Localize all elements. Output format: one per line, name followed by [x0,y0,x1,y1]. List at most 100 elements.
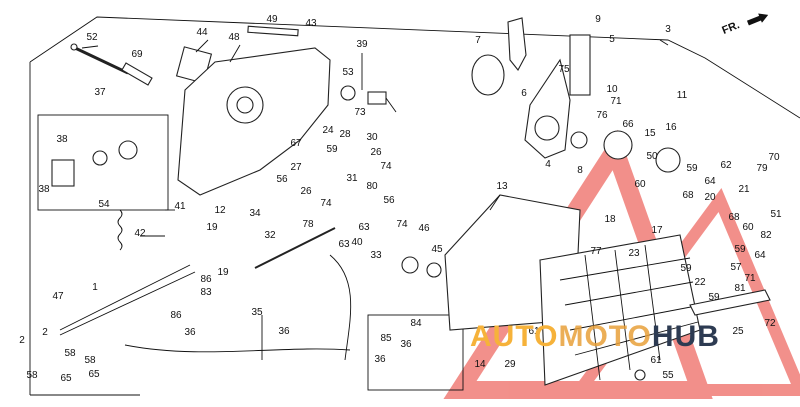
callout-42: 42 [134,228,146,239]
callout-86: 86 [170,310,182,321]
callout-59: 59 [686,163,698,174]
callout-53: 53 [342,67,354,78]
callout-22: 22 [694,277,706,288]
callout-2: 2 [42,327,48,338]
rod-part [254,227,336,269]
callout-5: 5 [609,34,615,45]
callout-10: 10 [606,84,618,95]
ring-part [471,54,505,96]
callout-24: 24 [322,125,334,136]
harness-group-box [367,314,464,391]
callout-3: 3 [665,24,671,35]
callout-7: 7 [475,35,481,46]
callout-58: 58 [26,370,38,381]
callout-32: 32 [264,230,276,241]
callout-9: 9 [595,14,601,25]
cam-part [655,147,681,173]
callout-77: 77 [590,246,602,257]
bolt-part [70,43,129,75]
callout-64: 64 [704,176,716,187]
callout-69: 69 [131,49,143,60]
cable-set [59,254,352,361]
callout-23: 23 [628,248,640,259]
callout-66: 66 [622,119,634,130]
callout-47: 47 [52,291,64,302]
callout-61: 61 [528,326,540,337]
callout-73: 73 [354,107,366,118]
callout-36: 36 [374,354,386,365]
callout-58: 58 [64,348,76,359]
label-plate-part [247,25,299,37]
callout-79: 79 [756,163,768,174]
callout-67: 67 [290,138,302,149]
callout-78: 78 [302,219,314,230]
callout-82: 82 [760,230,772,241]
callout-46: 46 [418,223,430,234]
callout-64: 64 [754,250,766,261]
callout-80: 80 [366,181,378,192]
callout-62: 62 [720,160,732,171]
callout-30: 30 [366,132,378,143]
callout-59: 59 [326,144,338,155]
callout-34: 34 [249,208,261,219]
callout-6: 6 [521,88,527,99]
leader-lines [81,39,669,360]
callout-45: 45 [431,244,443,255]
callout-56: 56 [276,174,288,185]
callout-2: 2 [19,335,25,346]
callout-59: 59 [708,292,720,303]
callout-36: 36 [400,339,412,350]
callout-19: 19 [217,267,229,278]
callout-18: 18 [604,214,616,225]
callout-61: 61 [650,355,662,366]
callout-59: 59 [680,263,692,274]
callout-86: 86 [200,274,212,285]
callout-21: 21 [738,184,750,195]
watermark-part2: MOTO [558,320,652,353]
callout-29: 29 [504,359,516,370]
callout-20: 20 [704,192,716,203]
callout-68: 68 [728,212,740,223]
lanyard-spring-part [117,209,123,251]
callout-68: 68 [682,190,694,201]
control-box-cover [177,47,331,196]
callout-26: 26 [300,186,312,197]
key-ring-part [92,150,108,166]
callout-35: 35 [251,307,263,318]
gear-part [603,130,633,160]
callout-40: 40 [351,237,363,248]
callout-33: 33 [370,250,382,261]
callout-52: 52 [86,32,98,43]
watermark-part1: AUTO [470,320,559,353]
callout-1: 1 [92,282,98,293]
callout-labels: 1223456789101112131415161718191920212223… [19,14,782,384]
watermark-part3: HUB [651,320,720,353]
callout-15: 15 [644,128,656,139]
callout-65: 65 [88,369,100,380]
callout-16: 16 [665,122,677,133]
callout-72: 72 [764,318,776,329]
callout-84: 84 [410,318,422,329]
callout-74: 74 [320,198,332,209]
diagram-frame [29,16,800,396]
callout-56: 56 [383,195,395,206]
callout-48: 48 [228,32,240,43]
callout-60: 60 [634,179,646,190]
link-rod-part [689,289,771,316]
cover-hole [236,96,254,114]
watermark: AUTOMOTOHUB [470,320,720,354]
callout-60: 60 [742,222,754,233]
switch-knob-part [118,140,138,160]
callout-26: 26 [370,147,382,158]
callout-70: 70 [768,152,780,163]
callout-37: 37 [94,87,106,98]
callout-31: 31 [346,173,358,184]
ignition-switch-part [51,159,75,187]
callout-8: 8 [577,165,583,176]
callout-65: 65 [60,373,72,384]
grommet-part [426,262,442,278]
callout-43: 43 [305,18,317,29]
callout-27: 27 [290,162,302,173]
callout-51: 51 [770,209,782,220]
